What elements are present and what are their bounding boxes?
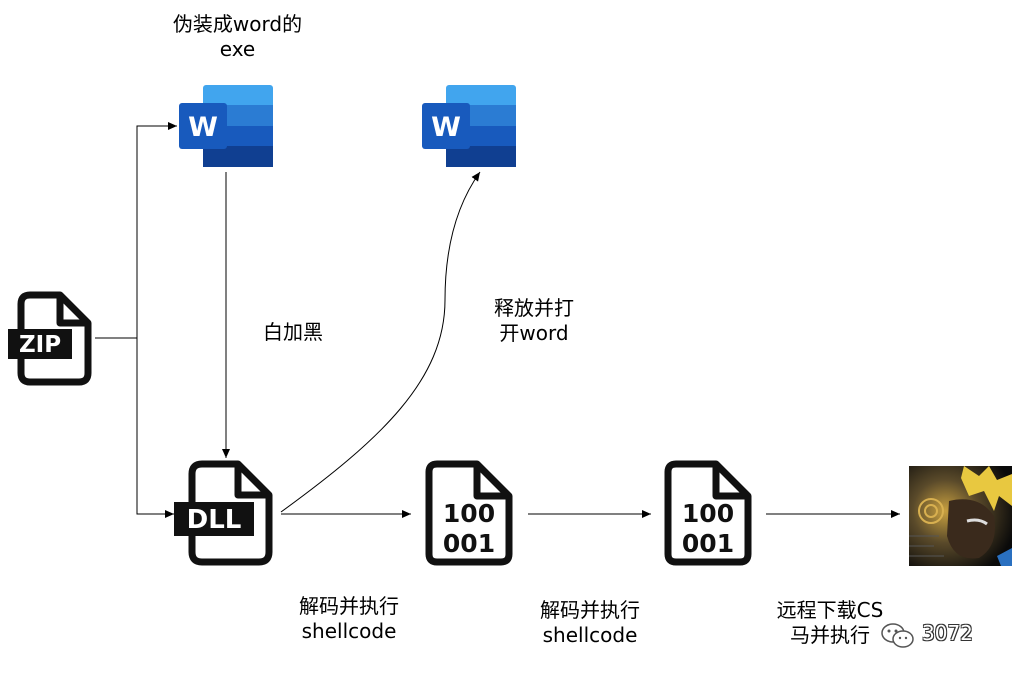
label-white-plus-black: 白加黑: [243, 320, 343, 345]
label-line: 伪装成word的: [172, 12, 303, 36]
zip-file-icon: ZIP: [8, 291, 92, 386]
label-line: 解码并执行: [540, 598, 640, 622]
binary-line-1: 100: [682, 499, 734, 528]
dll-label: DLL: [187, 505, 242, 535]
label-line: 马并执行: [790, 623, 870, 647]
label-line: 远程下载CS: [776, 598, 884, 622]
zip-label: ZIP: [19, 332, 61, 358]
wechat-icon: [881, 623, 914, 648]
label-line: exe: [219, 37, 256, 61]
connector-dll-to-word: [280, 171, 481, 513]
binary-file-icon-2: 100 001: [664, 460, 754, 566]
label-line: 开word: [499, 321, 569, 345]
binary-line-1: 100: [443, 499, 495, 528]
label-line: 白加黑: [263, 320, 323, 344]
word-letter: W: [188, 112, 218, 143]
word-doc-icon: W: [422, 85, 516, 167]
cobalt-strike-icon: [909, 466, 1012, 566]
label-remote-download: 远程下载CS 马并执行: [760, 598, 900, 648]
label-decode-exec-1: 解码并执行 shellcode: [284, 594, 414, 644]
label-decode-exec-2: 解码并执行 shellcode: [525, 598, 655, 648]
word-exe-icon: W: [179, 85, 273, 167]
binary-line-2: 001: [443, 529, 495, 558]
word-letter: W: [431, 112, 461, 143]
binary-line-2: 001: [682, 529, 734, 558]
connector-zip-to-word: [95, 122, 177, 339]
label-fake-word-exe: 伪装成word的 exe: [150, 12, 325, 62]
label-line: shellcode: [542, 623, 638, 647]
dll-file-icon: DLL: [174, 460, 274, 566]
watermark-text: 3072: [922, 621, 973, 645]
binary-file-icon-1: 100 001: [425, 460, 515, 566]
label-line: 释放并打: [494, 296, 574, 320]
label-release-open-word: 释放并打 开word: [474, 296, 594, 346]
label-line: shellcode: [301, 619, 397, 643]
watermark: 3072: [880, 620, 1000, 650]
connector-zip-to-dll: [136, 338, 174, 518]
label-line: 解码并执行: [299, 594, 399, 618]
